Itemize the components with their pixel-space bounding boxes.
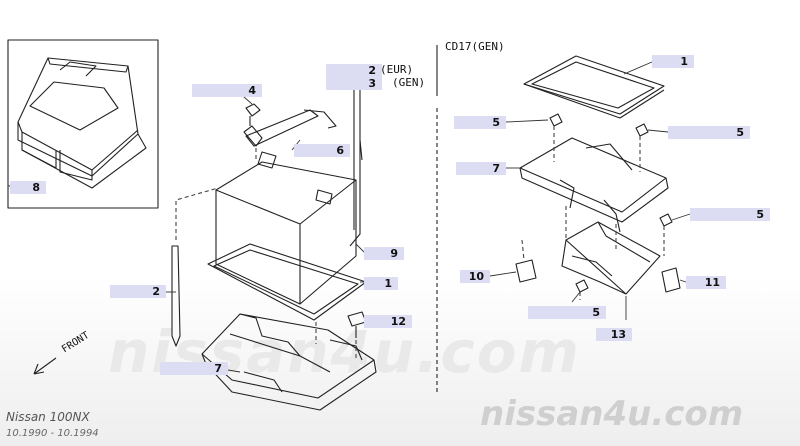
- label-part-2-top: 2: [326, 64, 382, 77]
- region-eur: (EUR): [380, 63, 414, 76]
- bracket-part-13: [561, 221, 661, 295]
- label-part-8: 8: [10, 181, 46, 194]
- inset-frame: [7, 39, 159, 209]
- label-part-1-right: 1: [652, 55, 694, 68]
- region-gen: (GEN): [392, 76, 426, 89]
- label-part-5-b: 5: [668, 126, 750, 139]
- label-part-13: 13: [596, 328, 632, 341]
- label-part-10: 10: [460, 270, 490, 283]
- nut-part-5-a: [549, 113, 563, 127]
- label-part-7-left: 7: [160, 362, 228, 375]
- clip-part-10: [515, 259, 537, 283]
- front-arrow-icon: [33, 357, 57, 375]
- nut-part-5-b: [635, 123, 649, 137]
- model-name: Nissan 100NX: [6, 410, 90, 424]
- label-part-4: 4: [192, 84, 262, 97]
- model-years: 10.1990 - 10.1994: [6, 428, 99, 439]
- nut-part-5-d: [659, 213, 673, 227]
- rod-part-2-left: [171, 245, 181, 347]
- right-pad-part-1: [523, 55, 665, 119]
- pad-part-1: [207, 243, 367, 321]
- clip-part-11: [661, 267, 681, 293]
- label-part-7-right: 7: [456, 162, 506, 175]
- nut-part-4: [245, 103, 261, 117]
- label-part-9: 9: [364, 247, 404, 260]
- label-part-2-left: 2: [110, 285, 166, 298]
- label-part-5-c: 5: [528, 306, 606, 319]
- battery-part-9: [215, 151, 357, 305]
- label-part-1-left: 1: [364, 277, 398, 290]
- tray-part-7-left: [201, 313, 377, 411]
- label-part-5-a: 5: [454, 116, 506, 129]
- label-part-3: 3: [326, 77, 382, 90]
- label-part-6: 6: [294, 144, 350, 157]
- clamp-bar-part-6: [243, 109, 337, 147]
- label-part-11: 11: [686, 276, 726, 289]
- label-part-12: 12: [364, 315, 412, 328]
- variant-cd17: CD17(GEN): [445, 40, 505, 53]
- label-part-5-d: 5: [690, 208, 770, 221]
- battery-cover-part-8: [17, 57, 147, 189]
- watermark-small: nissan4u.com: [480, 394, 744, 434]
- nut-part-5-c: [575, 279, 589, 293]
- right-tray-part-7: [519, 137, 669, 233]
